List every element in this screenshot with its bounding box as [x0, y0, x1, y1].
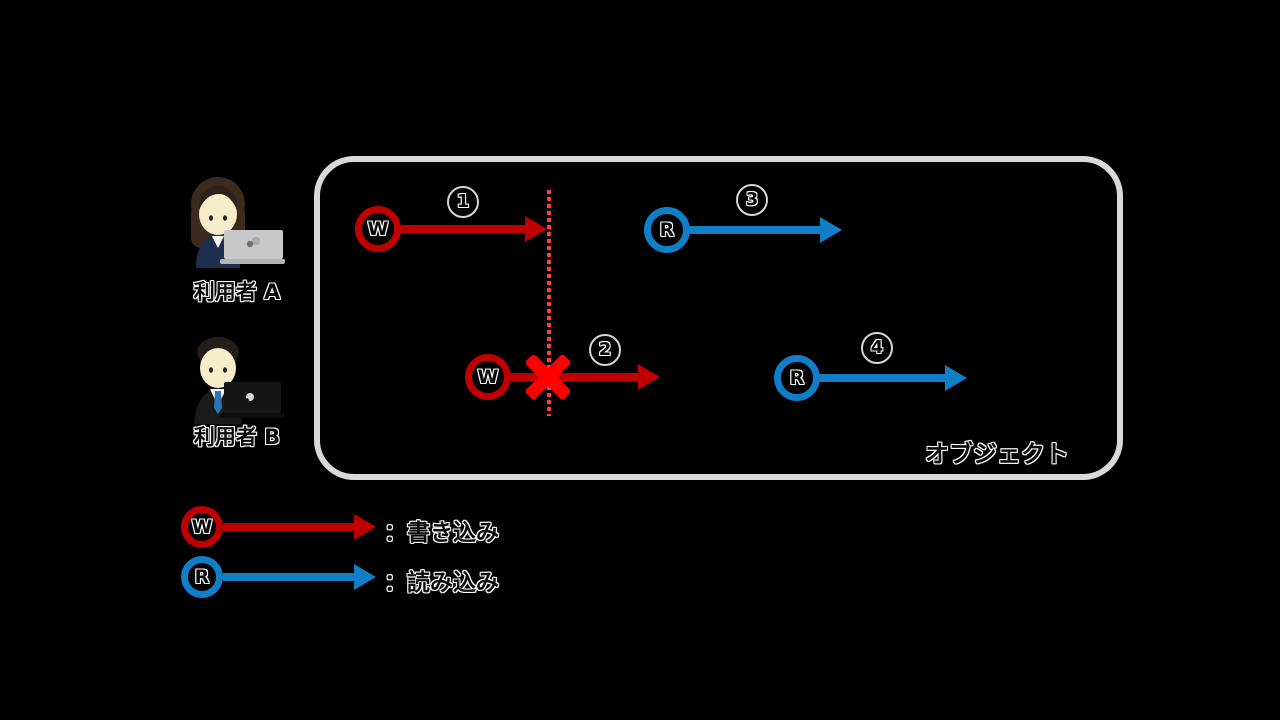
blocked-x-icon: [526, 355, 570, 399]
circled-number-2: 2: [589, 334, 621, 366]
write-badge-2: W: [465, 354, 511, 400]
user-b-label: 利用者 B: [193, 425, 281, 449]
write-symbol-2: W: [477, 365, 499, 388]
read-symbol-4: R: [789, 366, 805, 389]
object-box-label: オブジェクト: [925, 440, 1069, 468]
circled-number-3: 3: [736, 184, 768, 216]
legend-write-arrow-icon: [223, 514, 376, 540]
legend-read-label: ：読み込み: [384, 570, 499, 596]
read-arrow-4-icon: [819, 365, 967, 391]
write-arrow-2-icon: [509, 364, 660, 390]
write-arrow-1-icon: [399, 216, 547, 242]
circled-number-4: 4: [861, 332, 893, 364]
read-badge-4: R: [774, 355, 820, 401]
legend-write-label: ：書き込み: [384, 520, 499, 546]
circled-number-1: 1: [447, 186, 479, 218]
read-arrow-3-icon: [689, 217, 842, 243]
write-symbol-1: W: [367, 217, 389, 240]
write-badge-1: W: [355, 206, 401, 252]
read-symbol-3: R: [659, 218, 675, 241]
man-with-laptop-icon: [194, 337, 284, 424]
woman-with-laptop-icon: [191, 177, 285, 268]
lock-dotted-line-icon: [547, 190, 551, 416]
user-a-label: 利用者 A: [193, 280, 281, 304]
read-badge-3: R: [644, 207, 690, 253]
object-box: [314, 156, 1123, 480]
legend-read-badge: R: [181, 556, 223, 598]
legend-write-badge: W: [181, 506, 223, 548]
legend-read-arrow-icon: [223, 564, 376, 590]
